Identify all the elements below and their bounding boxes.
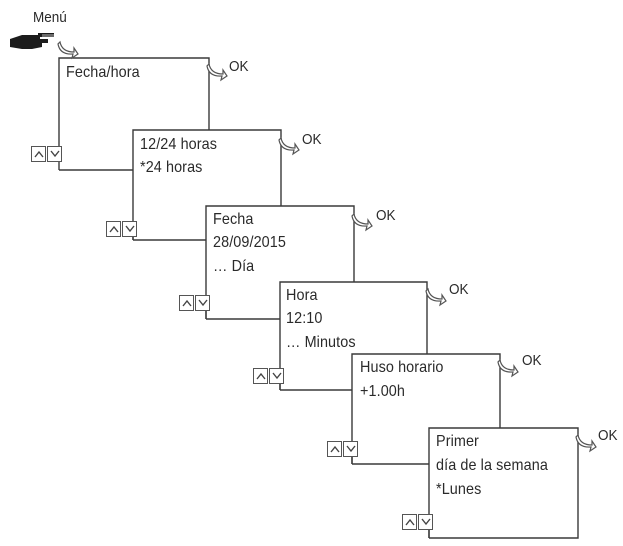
nav-buttons-3[interactable] bbox=[179, 295, 211, 311]
step-1-line-1: Fecha/hora bbox=[66, 64, 140, 81]
box-outline-3 bbox=[205, 205, 355, 319]
step-2-line-1: 12/24 horas bbox=[140, 136, 218, 153]
box-outline-2 bbox=[132, 129, 282, 240]
up-arrow-icon[interactable] bbox=[106, 221, 121, 237]
box-outline-4 bbox=[279, 281, 428, 390]
ok-label-3: OK bbox=[376, 207, 396, 224]
nav-buttons-1[interactable] bbox=[31, 146, 63, 162]
step-6-line-2: día de la semana bbox=[436, 457, 548, 474]
down-arrow-icon[interactable] bbox=[122, 221, 137, 237]
enter-arrow-icon bbox=[56, 40, 80, 65]
step-2-line-2: *24 horas bbox=[140, 159, 203, 176]
nav-buttons-6[interactable] bbox=[402, 514, 434, 530]
ok-arrow-icon bbox=[496, 358, 520, 383]
step-3-line-3: … Día bbox=[213, 258, 255, 275]
ok-arrow-icon bbox=[424, 287, 448, 312]
step-4-line-3: … Minutos bbox=[286, 334, 356, 351]
step-6-line-1: Primer bbox=[436, 433, 479, 450]
nav-buttons-2[interactable] bbox=[106, 221, 138, 237]
box-outline-6 bbox=[428, 427, 579, 539]
ok-arrow-icon bbox=[205, 62, 229, 87]
up-arrow-icon[interactable] bbox=[179, 295, 194, 311]
box-outline-1 bbox=[58, 57, 210, 152]
ok-label-4: OK bbox=[449, 281, 469, 298]
up-arrow-icon[interactable] bbox=[253, 368, 268, 384]
nav-buttons-5[interactable] bbox=[327, 441, 359, 457]
up-arrow-icon[interactable] bbox=[402, 514, 417, 530]
down-arrow-icon[interactable] bbox=[47, 146, 62, 162]
down-arrow-icon[interactable] bbox=[343, 441, 358, 457]
down-arrow-icon[interactable] bbox=[269, 368, 284, 384]
step-3-line-1: Fecha bbox=[213, 211, 254, 228]
up-arrow-icon[interactable] bbox=[31, 146, 46, 162]
ok-label-6: OK bbox=[598, 427, 618, 444]
step-5-line-2: +1.00h bbox=[360, 383, 405, 400]
nav-buttons-4[interactable] bbox=[253, 368, 285, 384]
up-arrow-icon[interactable] bbox=[327, 441, 342, 457]
ok-label-5: OK bbox=[522, 352, 542, 369]
step-5-line-1: Huso horario bbox=[360, 359, 444, 376]
step-3-line-2: 28/09/2015 bbox=[213, 234, 286, 251]
down-arrow-icon[interactable] bbox=[195, 295, 210, 311]
step-4-line-2: 12:10 bbox=[286, 310, 323, 327]
ok-arrow-icon bbox=[350, 212, 374, 237]
down-arrow-icon[interactable] bbox=[418, 514, 433, 530]
menu-label: Menú bbox=[33, 9, 67, 26]
box-outline-5 bbox=[351, 353, 501, 464]
ok-arrow-icon bbox=[277, 136, 301, 161]
ok-label-2: OK bbox=[302, 131, 322, 148]
step-6-line-3: *Lunes bbox=[436, 481, 482, 498]
ok-label-1: OK bbox=[229, 58, 249, 75]
step-4-line-1: Hora bbox=[286, 287, 318, 304]
pointing-hand-icon bbox=[8, 31, 58, 58]
ok-arrow-icon bbox=[574, 433, 598, 458]
